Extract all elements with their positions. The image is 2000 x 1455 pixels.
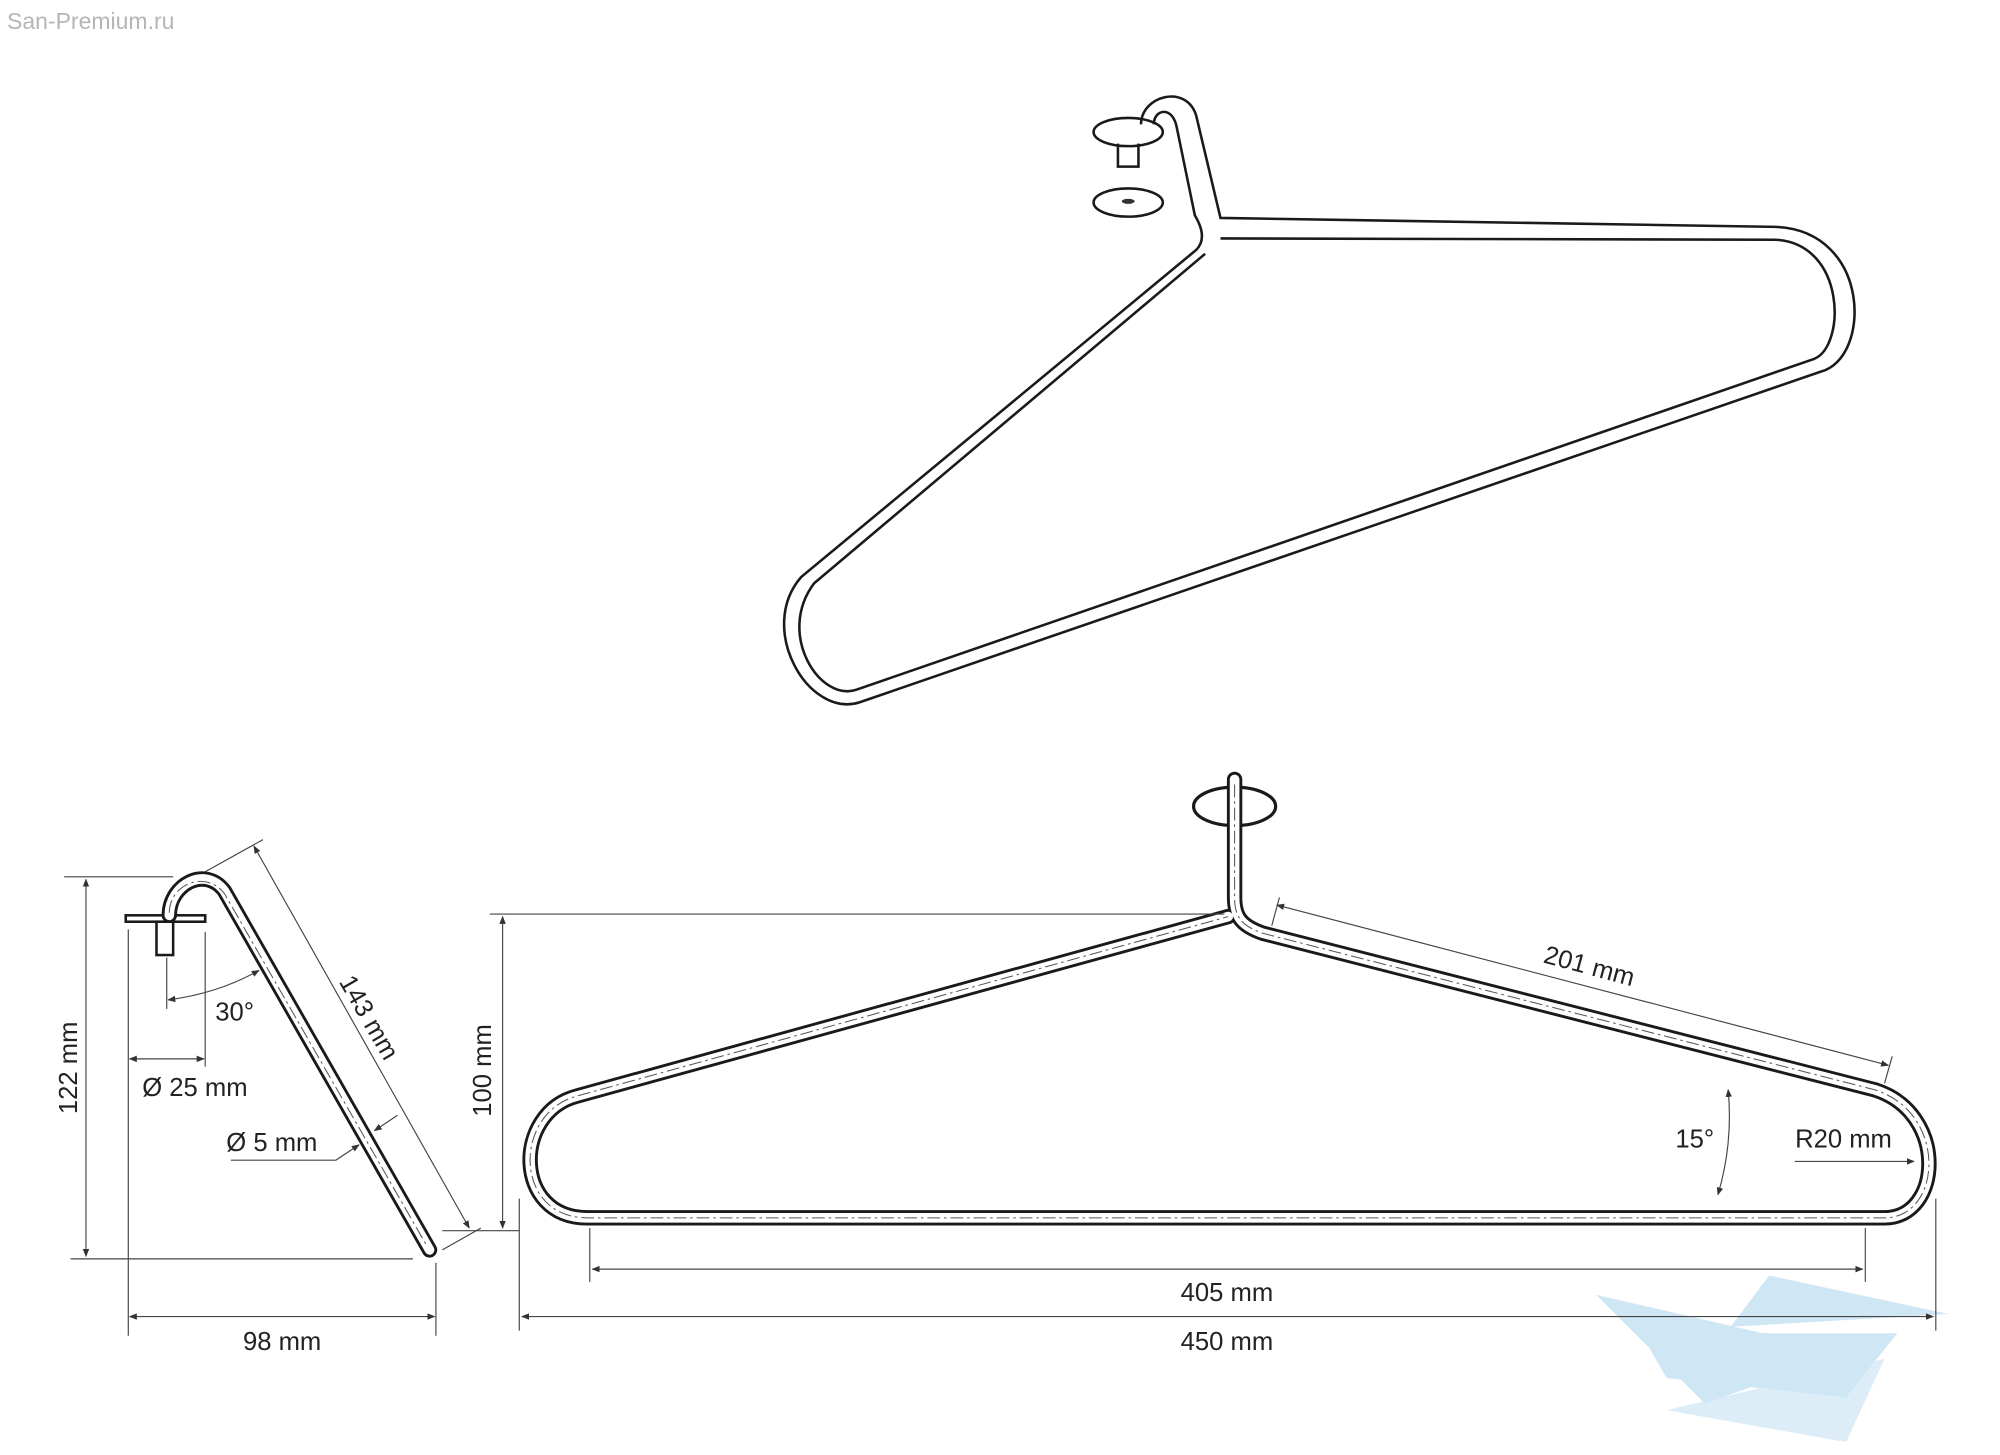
hanger-front-view: 100 mm 201 mm 15° R20 mm 405 mm 450 mm bbox=[469, 771, 1937, 1356]
inner-width-label: 405 mm bbox=[1181, 1279, 1274, 1307]
arm-length-label: 201 mm bbox=[1541, 941, 1638, 992]
hanger-perspective-view bbox=[782, 95, 1856, 706]
side-height-label: 122 mm bbox=[55, 1022, 83, 1115]
front-height-label: 100 mm bbox=[469, 1024, 497, 1117]
mount-peg bbox=[155, 920, 175, 957]
side-length-label: 143 mm bbox=[333, 971, 404, 1065]
mount-diameter-label: Ø 25 mm bbox=[142, 1074, 247, 1102]
logo-watermark bbox=[1596, 1275, 1949, 1443]
hanger-side-view: 122 mm 98 mm Ø 25 mm 30° 143 mm Ø 5 mm bbox=[55, 839, 520, 1356]
front-angle-label: 15° bbox=[1675, 1125, 1714, 1153]
rod-diameter-label: Ø 5 mm bbox=[226, 1129, 317, 1157]
mount-disc-top bbox=[1092, 116, 1165, 148]
side-angle-label: 30° bbox=[215, 998, 254, 1026]
total-width-label: 450 mm bbox=[1181, 1328, 1274, 1356]
side-width-label: 98 mm bbox=[243, 1328, 321, 1356]
radius-label: R20 mm bbox=[1795, 1125, 1892, 1153]
mount-disc-bottom bbox=[1092, 187, 1165, 218]
watermark-text: San-Premium.ru bbox=[7, 8, 175, 34]
